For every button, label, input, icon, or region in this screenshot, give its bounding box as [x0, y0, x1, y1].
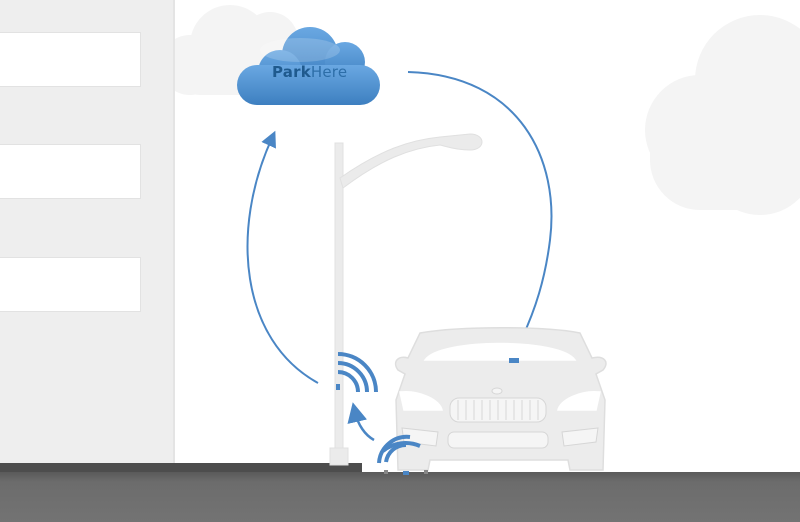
uplink-arrow — [246, 130, 319, 384]
downlink-arrow — [407, 71, 553, 346]
sensor-to-lamp-arrow — [347, 402, 375, 442]
lamp-wifi-icon — [337, 352, 378, 393]
brand-bold: Park — [272, 63, 311, 81]
road — [0, 472, 800, 522]
street-lamp — [329, 133, 483, 466]
ground-sensor — [384, 470, 428, 475]
windshield-receiver — [509, 358, 519, 363]
car-details — [399, 342, 601, 411]
brand-label: ParkHere — [272, 63, 347, 81]
building — [0, 0, 175, 467]
parkhere-cloud — [237, 27, 380, 105]
building-window — [0, 32, 141, 87]
building-window — [0, 144, 141, 199]
sensor-wifi-icon — [377, 434, 421, 464]
car-grille — [401, 387, 599, 449]
building-window — [0, 257, 141, 312]
brand-light: Here — [310, 63, 348, 81]
